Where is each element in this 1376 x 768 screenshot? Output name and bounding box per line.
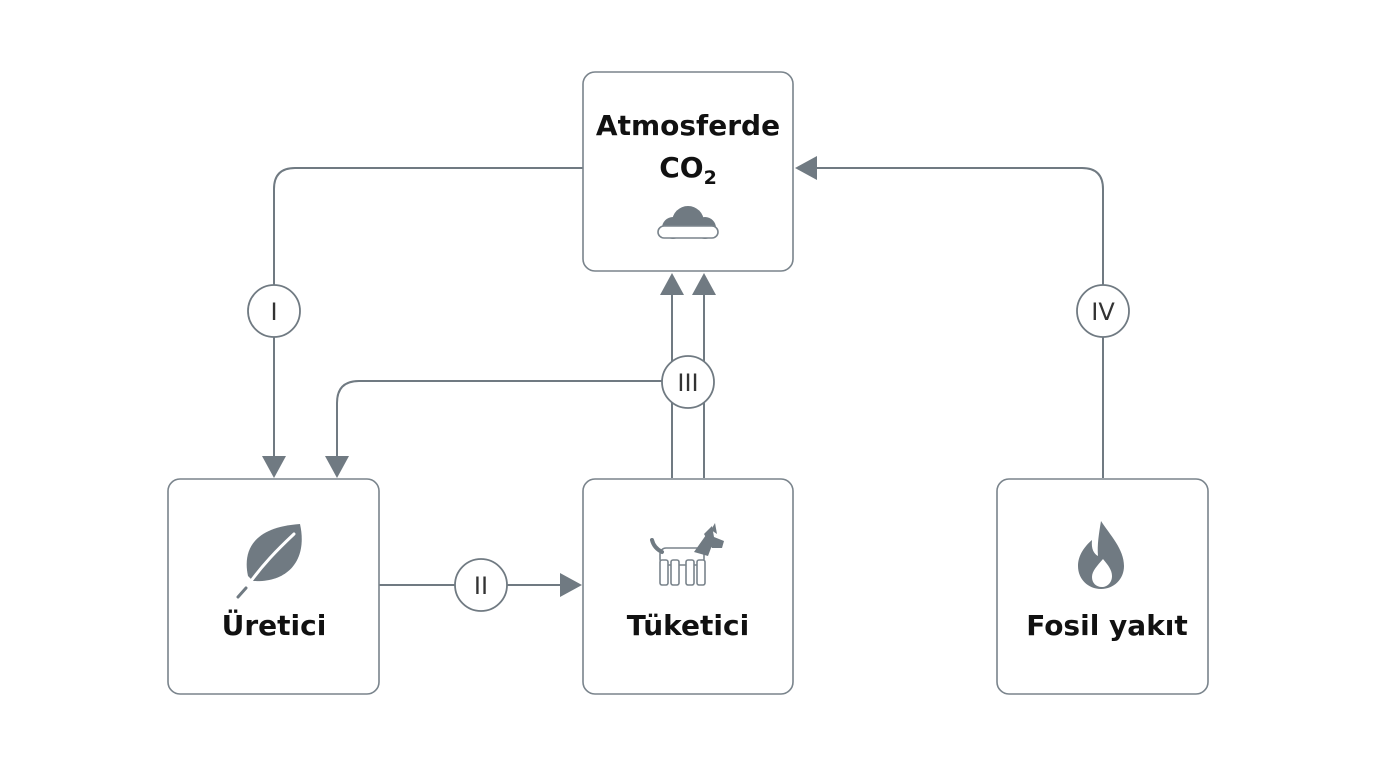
process-badge-iv: IV xyxy=(1076,284,1130,338)
arrowhead-atmosphere-left xyxy=(660,273,684,295)
leaf-icon xyxy=(236,524,302,599)
arrowhead-producer-left xyxy=(262,456,286,478)
flame-icon xyxy=(1078,521,1124,589)
process-label-i: I xyxy=(270,298,277,326)
co-text: CO xyxy=(659,151,703,184)
process-label-iv: IV xyxy=(1091,298,1115,326)
atmosphere-label: Atmosferde xyxy=(596,109,780,142)
process-label-iii: III xyxy=(677,369,698,397)
edge-fossil-to-atmosphere xyxy=(815,167,1104,478)
arrowhead-consumer xyxy=(560,573,582,597)
atmosphere-box: Atmosferde CO2 xyxy=(582,71,794,272)
edge-consumer-to-producer xyxy=(336,380,662,458)
process-badge-ii: II xyxy=(454,558,508,612)
dog-icon xyxy=(650,523,724,586)
process-badge-i: I xyxy=(247,284,301,338)
consumer-label: Tüketici xyxy=(627,609,749,642)
process-label-ii: II xyxy=(474,572,488,600)
arrowhead-atmosphere-right xyxy=(692,273,716,295)
consumer-box: Tüketici xyxy=(582,478,794,695)
co2-subscript: 2 xyxy=(704,167,717,189)
fossil-box: Fosil yakıt xyxy=(996,478,1209,695)
fossil-label: Fosil yakıt xyxy=(1026,609,1188,642)
cloud-icon xyxy=(657,206,719,239)
arrowhead-producer-right xyxy=(325,456,349,478)
edge-atmosphere-to-producer xyxy=(273,167,583,458)
producer-box: Üretici xyxy=(167,478,380,695)
co2-label: CO2 xyxy=(659,151,717,189)
process-badge-iii: III xyxy=(661,355,715,409)
producer-label: Üretici xyxy=(222,608,327,642)
arrowhead-atmosphere-side xyxy=(795,156,817,180)
